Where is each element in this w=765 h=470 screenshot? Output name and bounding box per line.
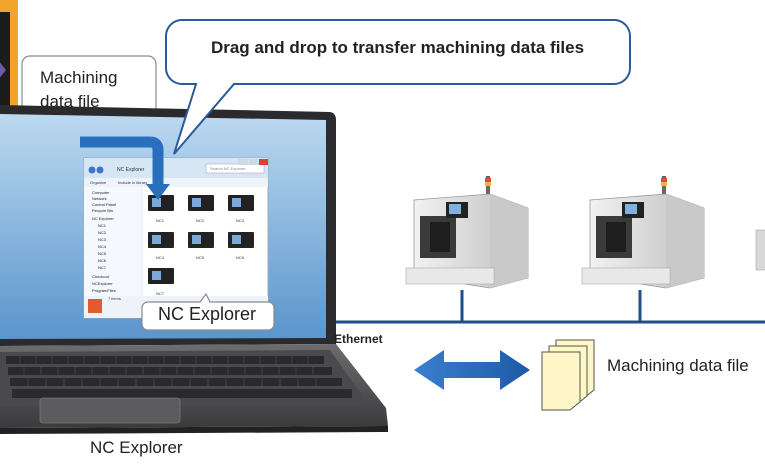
drag-arrow: [80, 136, 170, 200]
tree-item[interactable]: NC5: [98, 251, 107, 256]
tree-item[interactable]: Network: [92, 196, 107, 201]
include-library-menu[interactable]: Include in library: [118, 180, 148, 185]
machine-label[interactable]: NC6: [236, 255, 245, 260]
cnc-machine-2: [581, 176, 705, 289]
ethernet-label: Ethernet: [334, 332, 383, 346]
machine-label[interactable]: NC5: [196, 255, 205, 260]
tree-item[interactable]: Checkout: [92, 274, 109, 279]
tree-item[interactable]: Computer: [92, 190, 110, 195]
machine-label[interactable]: NC3: [236, 218, 245, 223]
tree-item[interactable]: NCExplorer: [92, 281, 113, 286]
explorer-title: NC Explorer: [117, 167, 145, 173]
cnc-machine-3-partial: [755, 229, 765, 271]
machine-label[interactable]: NC4: [156, 255, 165, 260]
ethernet-line: [336, 290, 765, 324]
file-callout-line2: data file: [40, 92, 100, 111]
machine-label[interactable]: NC7: [156, 291, 165, 296]
explorer-window: [83, 157, 269, 319]
tree-item[interactable]: NC6: [98, 258, 107, 263]
laptop-caption: NC Explorer: [90, 438, 183, 457]
nc-explorer-callout-box: [141, 292, 275, 331]
machine-label[interactable]: NC1: [156, 218, 165, 223]
explorer-status: 7 items: [108, 296, 121, 301]
file-callout-text: Machining data file: [40, 66, 150, 114]
file-callout-line1: Machining: [40, 68, 118, 87]
tree-item[interactable]: NC1: [98, 223, 107, 228]
tree-item[interactable]: ProgramFiles: [92, 288, 116, 293]
tree-item[interactable]: NC4: [98, 244, 107, 249]
nc-explorer-callout-text: NC Explorer: [158, 304, 257, 324]
tree-item[interactable]: NC7: [98, 265, 107, 270]
tree-item[interactable]: NC3: [98, 237, 107, 242]
explorer-search[interactable]: Search NC Explorer: [210, 166, 246, 171]
tree-item[interactable]: Recycle Bin: [92, 208, 114, 213]
organize-menu[interactable]: Organize: [90, 180, 107, 185]
right-file-label: Machining data file: [607, 356, 749, 375]
right-file-stack-icon: [541, 339, 595, 411]
main-callout-text: Drag and drop to transfer machining data…: [210, 38, 585, 57]
tree-item[interactable]: NC2: [98, 230, 107, 235]
bidirectional-arrow: [414, 350, 530, 390]
machine-label[interactable]: NC2: [196, 218, 205, 223]
tree-item[interactable]: Control Panel: [92, 202, 117, 207]
main-callout-box: [165, 19, 631, 155]
cnc-machine-1: [405, 176, 529, 289]
tree-item[interactable]: NC Explorer: [92, 216, 114, 221]
